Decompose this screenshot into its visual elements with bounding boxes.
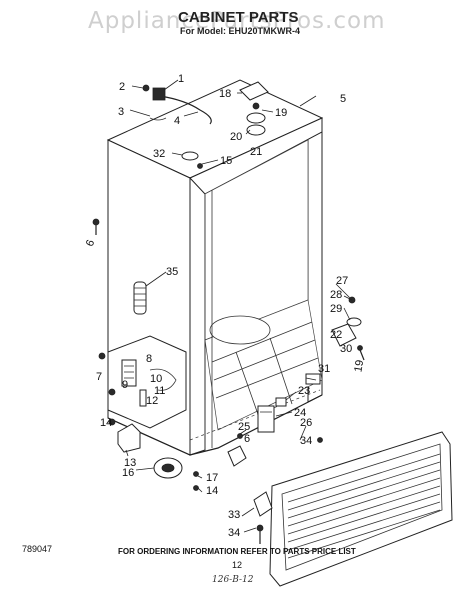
part-13 [117, 423, 141, 453]
control-assembly [98, 335, 187, 429]
callouts: 1 2 3 4 5 18 19 20 21 32 15 6 35 27 28 2… [84, 73, 366, 539]
part-23 [275, 397, 287, 407]
screw-34-upper [317, 437, 323, 443]
callout-20: 20 [230, 131, 242, 143]
callout-16: 16 [122, 467, 134, 479]
callout-25: 25 [238, 421, 250, 433]
leader-lines [125, 79, 353, 533]
callout-34-upper: 34 [300, 435, 312, 447]
page-number: 12 [232, 560, 242, 570]
callout-19-right: 19 [352, 359, 366, 373]
callout-4: 4 [174, 115, 180, 127]
callout-30: 30 [340, 343, 352, 355]
callout-1: 1 [178, 73, 184, 85]
callout-7: 7 [96, 371, 102, 383]
callout-31: 31 [318, 363, 330, 375]
ordering-note: FOR ORDERING INFORMATION REFER TO PARTS … [118, 547, 356, 556]
kickplate-grille [269, 431, 453, 587]
callout-15: 15 [220, 155, 232, 167]
callout-35: 35 [166, 266, 178, 278]
callout-11: 11 [154, 385, 165, 397]
callout-21: 21 [250, 146, 262, 158]
cabinet [106, 79, 324, 456]
callout-14-left: 14 [100, 417, 112, 429]
diagram-title: CABINET PARTS [178, 9, 299, 26]
callout-29: 29 [330, 303, 342, 315]
callout-24: 24 [294, 407, 306, 419]
callout-23: 23 [298, 385, 310, 397]
callout-9: 9 [122, 379, 128, 391]
callout-17: 17 [206, 472, 218, 484]
diagram-subtitle: For Model: EHU20TMKWR-4 [180, 26, 300, 36]
top-parts [142, 81, 269, 169]
hinge-right [331, 296, 365, 361]
part-35 [133, 281, 147, 315]
callout-2: 2 [119, 81, 125, 93]
screw-6 [92, 218, 100, 235]
callout-27: 27 [336, 275, 348, 287]
callout-12: 12 [146, 395, 158, 407]
screw-34 [256, 524, 264, 544]
callout-32: 32 [153, 148, 165, 160]
callout-26: 26 [300, 417, 312, 429]
callout-6: 6 [84, 238, 97, 248]
watermark: AppliancePartsPros.com [88, 8, 385, 34]
part-24 [257, 405, 275, 433]
part-number: 789047 [22, 544, 52, 554]
callout-5: 5 [340, 93, 346, 105]
callout-18: 18 [219, 88, 231, 100]
callout-13: 13 [124, 457, 136, 469]
callout-14-lower: 14 [206, 485, 218, 497]
callout-3: 3 [118, 106, 124, 118]
callout-6-lower: 6 [244, 433, 250, 445]
handwritten-code: 126-B-12 [212, 575, 254, 585]
callout-10: 10 [150, 373, 162, 385]
part-33 [253, 491, 273, 517]
part-16 [153, 457, 183, 479]
callout-8: 8 [146, 353, 152, 365]
screws-14-17 [108, 418, 199, 491]
part-25-6 [227, 433, 247, 467]
callout-19-top: 19 [275, 107, 287, 119]
callout-22: 22 [330, 329, 342, 341]
callout-33: 33 [228, 509, 240, 521]
callout-28: 28 [330, 289, 342, 301]
callout-34: 34 [228, 527, 240, 539]
